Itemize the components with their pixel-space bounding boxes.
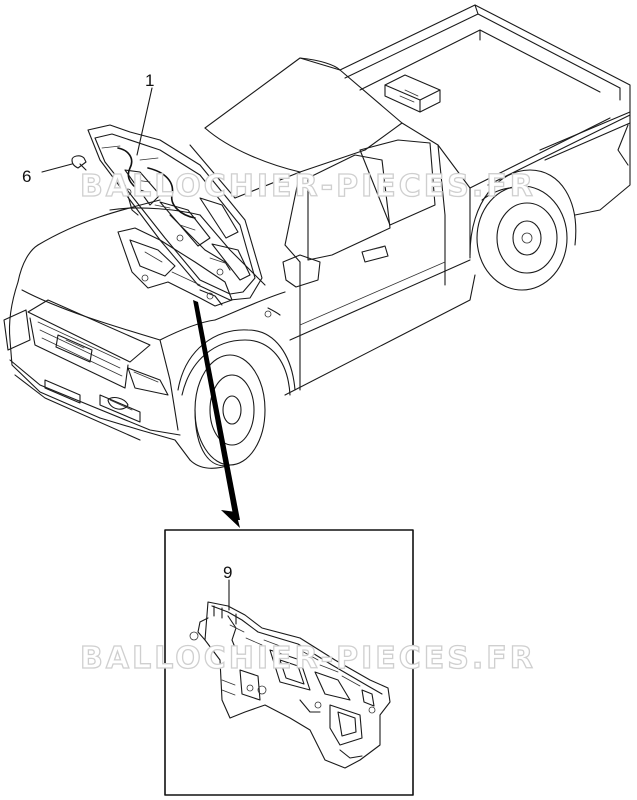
leader-line-hood bbox=[136, 87, 153, 156]
watermark-bottom: BALLOCHIER-PIECES.FR bbox=[80, 641, 536, 676]
watermark-top: BALLOCHIER-PIECES.FR bbox=[80, 169, 536, 204]
truck-bed bbox=[339, 4, 631, 216]
hood-panel bbox=[87, 124, 263, 301]
engine-bay-insulator bbox=[117, 227, 233, 307]
clip-part bbox=[71, 155, 87, 171]
insulator-detail bbox=[189, 601, 391, 769]
cab bbox=[204, 57, 476, 396]
rear-wheel bbox=[469, 169, 577, 291]
callout-insulator-number: 9 bbox=[223, 563, 232, 582]
detail-pointer-arrow bbox=[193, 300, 240, 520]
grille-headlights bbox=[3, 299, 181, 441]
detail-inset bbox=[164, 529, 414, 796]
callout-hood-number: 1 bbox=[145, 71, 154, 90]
front-body bbox=[8, 144, 301, 469]
callout-clip-number: 6 bbox=[22, 167, 31, 186]
detail-pointer-arrow-tail bbox=[221, 510, 240, 528]
pickup-truck-illustration bbox=[3, 4, 631, 469]
leader-line-clip bbox=[41, 163, 73, 173]
